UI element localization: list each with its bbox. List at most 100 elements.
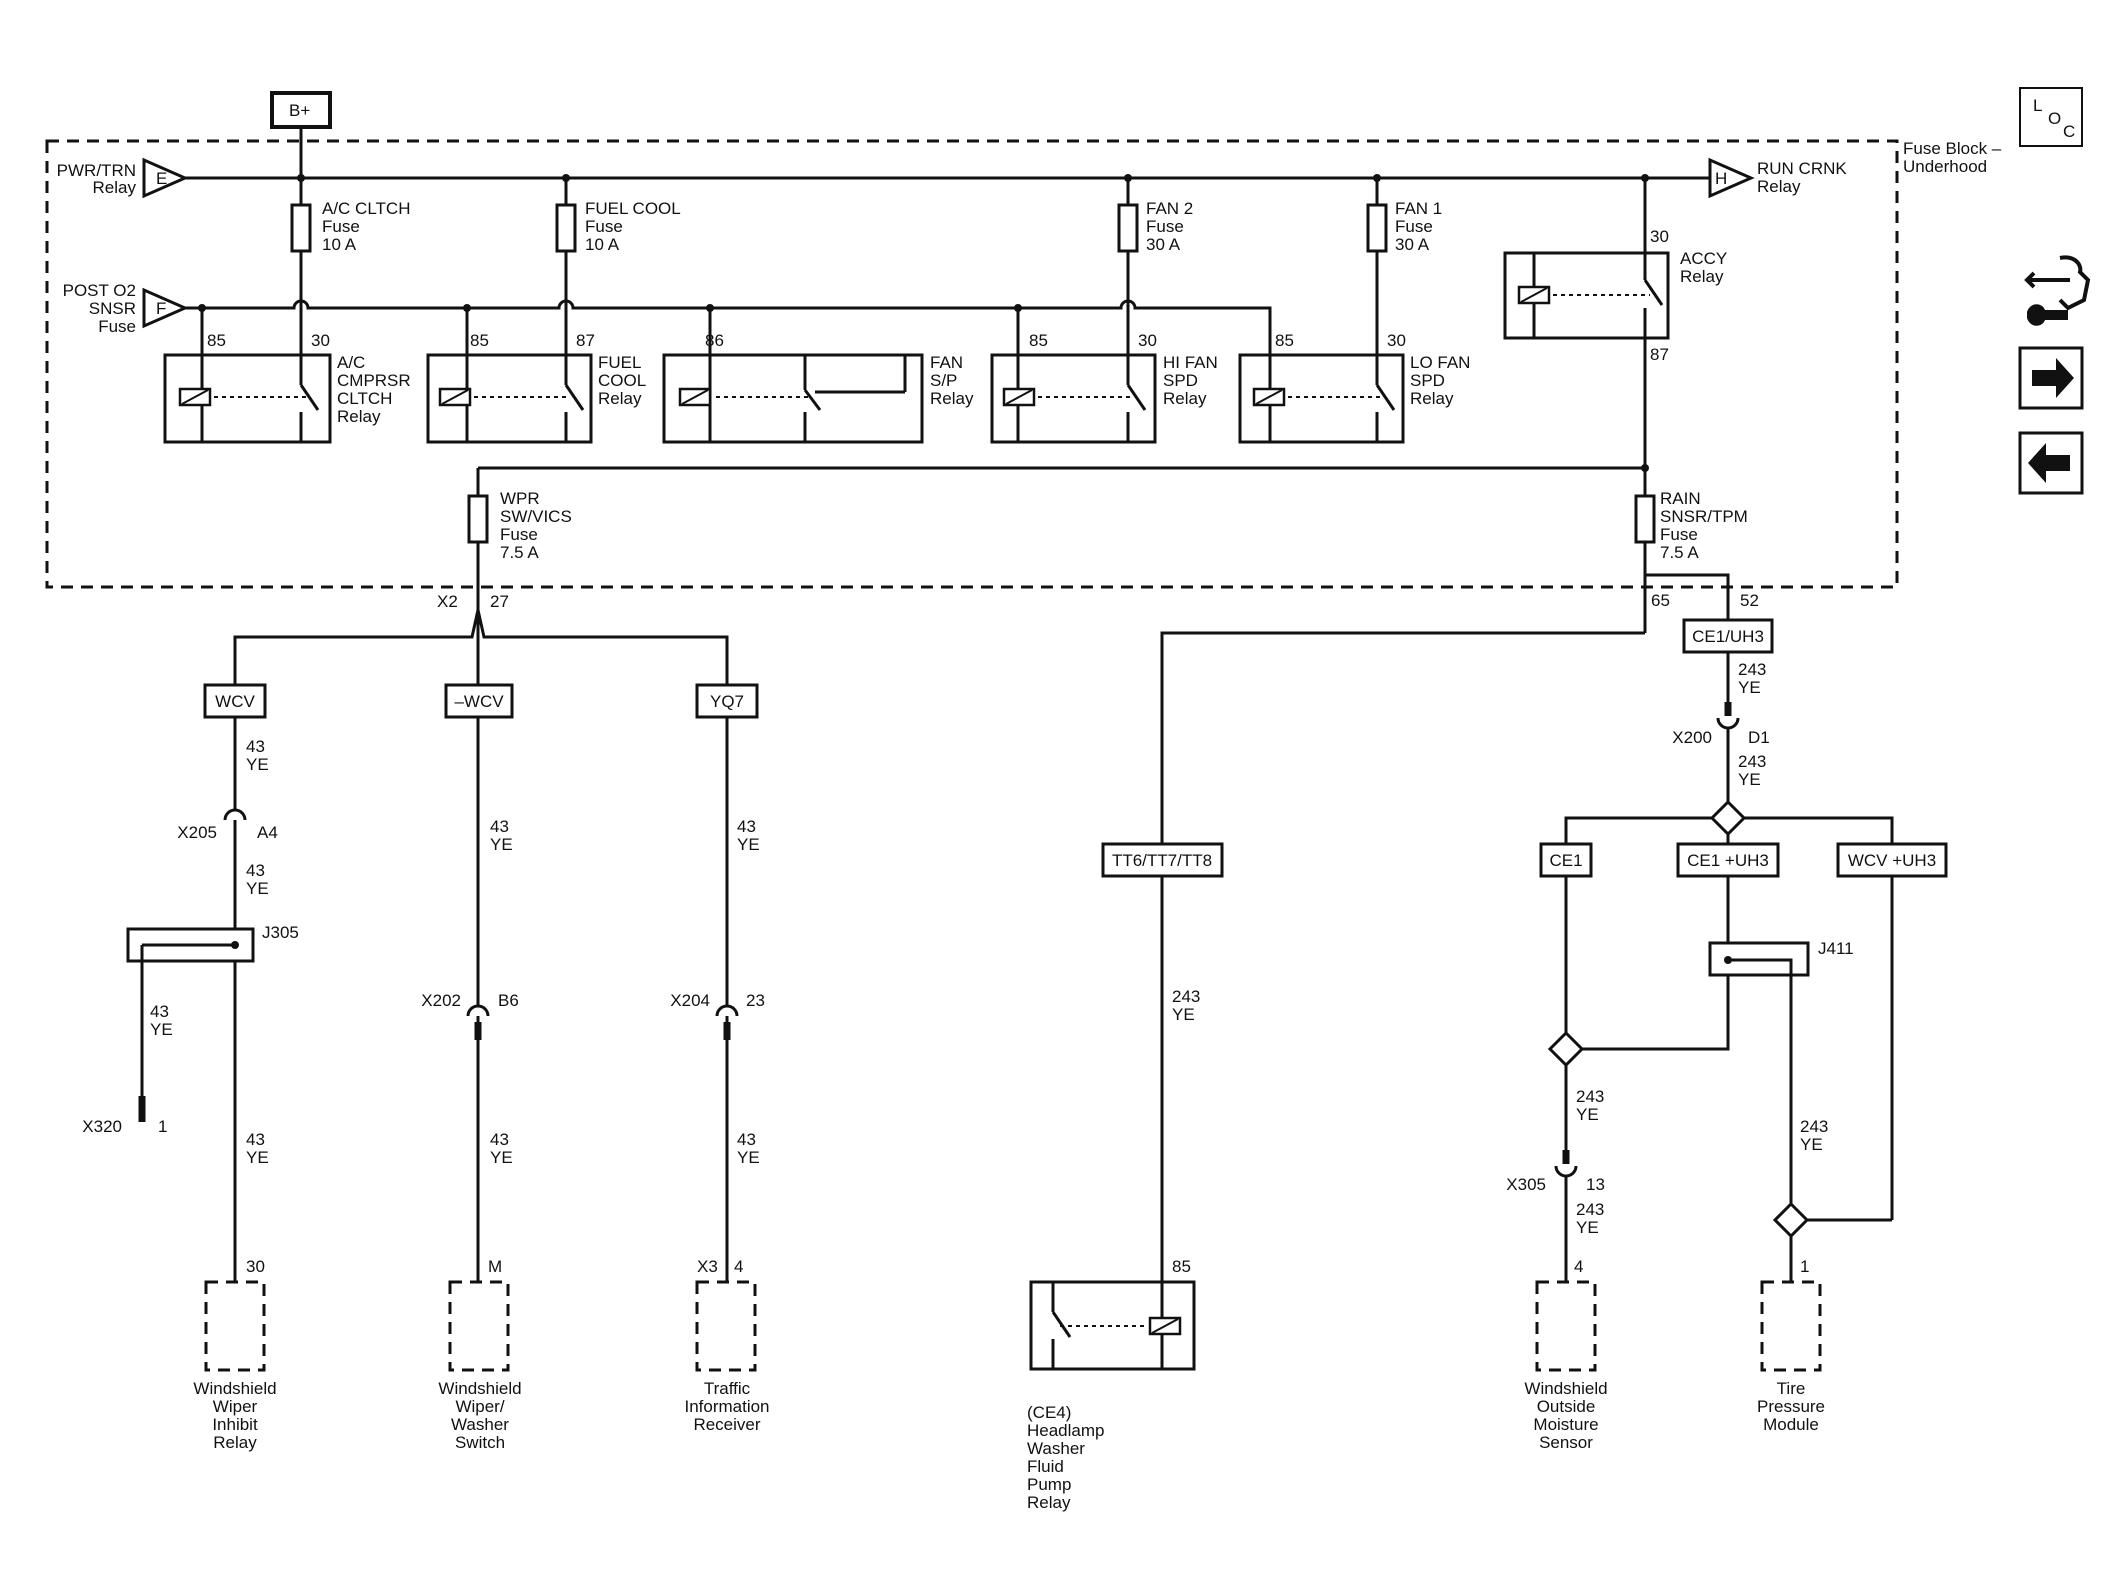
tag-yq7 [695, 683, 759, 719]
svg-text:YE: YE [1576, 1218, 1599, 1237]
svg-text:L: L [2033, 96, 2042, 115]
svg-text:YE: YE [1576, 1105, 1599, 1124]
svg-text:YE: YE [246, 879, 269, 898]
svg-text:30: 30 [1650, 227, 1669, 246]
location-button[interactable]: L O C [2019, 87, 2083, 147]
svg-text:X3: X3 [697, 1257, 718, 1276]
ac-cmprsr-cltch-relay: 85 30 A/C CMPRSR CLTCH Relay [163, 331, 411, 444]
load-traffic-information-receiver: Traffic Information Receiver [684, 1280, 770, 1434]
svg-text:J411: J411 [1818, 939, 1854, 958]
svg-text:YE: YE [1738, 678, 1761, 697]
forward-arrow-button[interactable] [2018, 346, 2084, 410]
fuse-fuel-cool: FUEL COOL Fuse 10 A [555, 178, 681, 355]
svg-text:B6: B6 [498, 991, 519, 1010]
tag-ce1-uh3 [1682, 618, 1774, 654]
connector-x202 [466, 1004, 490, 1017]
svg-text:30 A: 30 A [1395, 235, 1430, 254]
svg-text:SNSR: SNSR [89, 299, 136, 318]
svg-text:13: 13 [1586, 1175, 1605, 1194]
svg-text:SNSR/TPM: SNSR/TPM [1660, 507, 1748, 526]
svg-text:CLTCH: CLTCH [337, 389, 392, 408]
svg-text:X202: X202 [421, 991, 461, 1010]
svg-text:87: 87 [1650, 345, 1669, 364]
svg-text:SPD: SPD [1163, 371, 1198, 390]
svg-text:85: 85 [1029, 331, 1048, 350]
svg-text:Fuse: Fuse [1395, 217, 1433, 236]
post-o2-bus-wire [185, 299, 1272, 355]
svg-text:X2: X2 [437, 592, 458, 611]
svg-text:HI FAN: HI FAN [1163, 353, 1218, 372]
svg-text:30: 30 [1138, 331, 1157, 350]
svg-text:Relay: Relay [930, 389, 974, 408]
svg-text:FAN 2: FAN 2 [1146, 199, 1193, 218]
lo-fan-spd-relay: 85 30 LO FAN SPD Relay [1238, 331, 1470, 444]
svg-text:Traffic: Traffic [704, 1379, 751, 1398]
svg-text:WCV: WCV [215, 692, 255, 711]
svg-text:E: E [156, 169, 167, 188]
svg-text:85: 85 [1275, 331, 1294, 350]
load-headlamp-washer-fluid-pump-relay: (CE4) Headlamp Washer Fluid Pump Relay [1027, 1280, 1196, 1512]
svg-text:Fuse: Fuse [98, 317, 136, 336]
load-windshield-wiper-washer-switch: Windshield Wiper/ Washer Switch [438, 1280, 522, 1452]
svg-text:Receiver: Receiver [693, 1415, 760, 1434]
svg-text:243: 243 [1738, 660, 1766, 679]
fuse-rain-snsr-tpm: RAIN SNSR/TPM Fuse 7.5 A [1634, 468, 1748, 633]
fuse-block-label-2: Underhood [1903, 157, 1987, 176]
run-crnk-label: RUN CRNK [1757, 159, 1847, 178]
svg-text:27: 27 [490, 592, 509, 611]
svg-text:Relay: Relay [1757, 177, 1801, 196]
post-o2-label: POST O2 [63, 281, 136, 300]
svg-text:Relay: Relay [1163, 389, 1207, 408]
back-arrow-button[interactable] [2018, 431, 2084, 495]
svg-text:LO FAN: LO FAN [1410, 353, 1470, 372]
svg-text:Windshield: Windshield [1524, 1379, 1607, 1398]
svg-text:YE: YE [1800, 1135, 1823, 1154]
svg-text:RAIN: RAIN [1660, 489, 1701, 508]
tag-wcv [203, 683, 267, 719]
svg-text:43: 43 [737, 1130, 756, 1149]
svg-text:243: 243 [1172, 987, 1200, 1006]
svg-text:43: 43 [737, 817, 756, 836]
svg-text:Fuse: Fuse [1660, 525, 1698, 544]
svg-text:Tire: Tire [1777, 1379, 1806, 1398]
svg-text:Relay: Relay [1410, 389, 1454, 408]
svg-text:7.5 A: 7.5 A [1660, 543, 1699, 562]
svg-text:Pump: Pump [1027, 1475, 1071, 1494]
svg-text:YE: YE [246, 1148, 269, 1167]
load-windshield-outside-moisture-sensor: Windshield Outside Moisture Sensor [1524, 1280, 1608, 1452]
svg-text:X204: X204 [670, 991, 710, 1010]
svg-text:SW/VICS: SW/VICS [500, 507, 572, 526]
svg-text:43: 43 [246, 1130, 265, 1149]
splice-diamond-top [1709, 799, 1747, 837]
svg-text:CE1: CE1 [1549, 851, 1582, 870]
svg-text:243: 243 [1738, 752, 1766, 771]
svg-text:Fuse: Fuse [1146, 217, 1184, 236]
svg-text:FUEL COOL: FUEL COOL [585, 199, 681, 218]
run-crnk-connector [1708, 157, 1755, 199]
svg-text:52: 52 [1740, 591, 1759, 610]
svg-text:Wiper: Wiper [213, 1397, 258, 1416]
svg-text:23: 23 [746, 991, 765, 1010]
splice-diamond-bottom [1772, 1201, 1810, 1239]
svg-text:Fuse: Fuse [585, 217, 623, 236]
accy-relay: 30 87 ACCY Relay [1503, 178, 1727, 468]
pwr-trn-connector [142, 157, 189, 199]
fuse-block-boundary [45, 139, 1899, 589]
svg-text:Relay: Relay [1680, 267, 1724, 286]
svg-text:J305: J305 [262, 923, 299, 942]
svg-text:FAN: FAN [930, 353, 963, 372]
svg-text:43: 43 [490, 1130, 509, 1149]
svg-text:Switch: Switch [455, 1433, 505, 1452]
svg-text:Inhibit: Inhibit [212, 1415, 258, 1434]
svg-text:Fluid: Fluid [1027, 1457, 1064, 1476]
svg-text:YE: YE [490, 1148, 513, 1167]
svg-text:Sensor: Sensor [1539, 1433, 1593, 1452]
svg-text:243: 243 [1576, 1200, 1604, 1219]
svg-text:CE1 +UH3: CE1 +UH3 [1687, 851, 1769, 870]
svg-text:Fuse: Fuse [322, 217, 360, 236]
svg-text:YQ7: YQ7 [710, 692, 744, 711]
svg-text:A4: A4 [257, 823, 278, 842]
wrench-screwdriver-icon[interactable] [2024, 255, 2091, 326]
load-windshield-wiper-inhibit-relay: Windshield Wiper Inhibit Relay [193, 1280, 277, 1452]
